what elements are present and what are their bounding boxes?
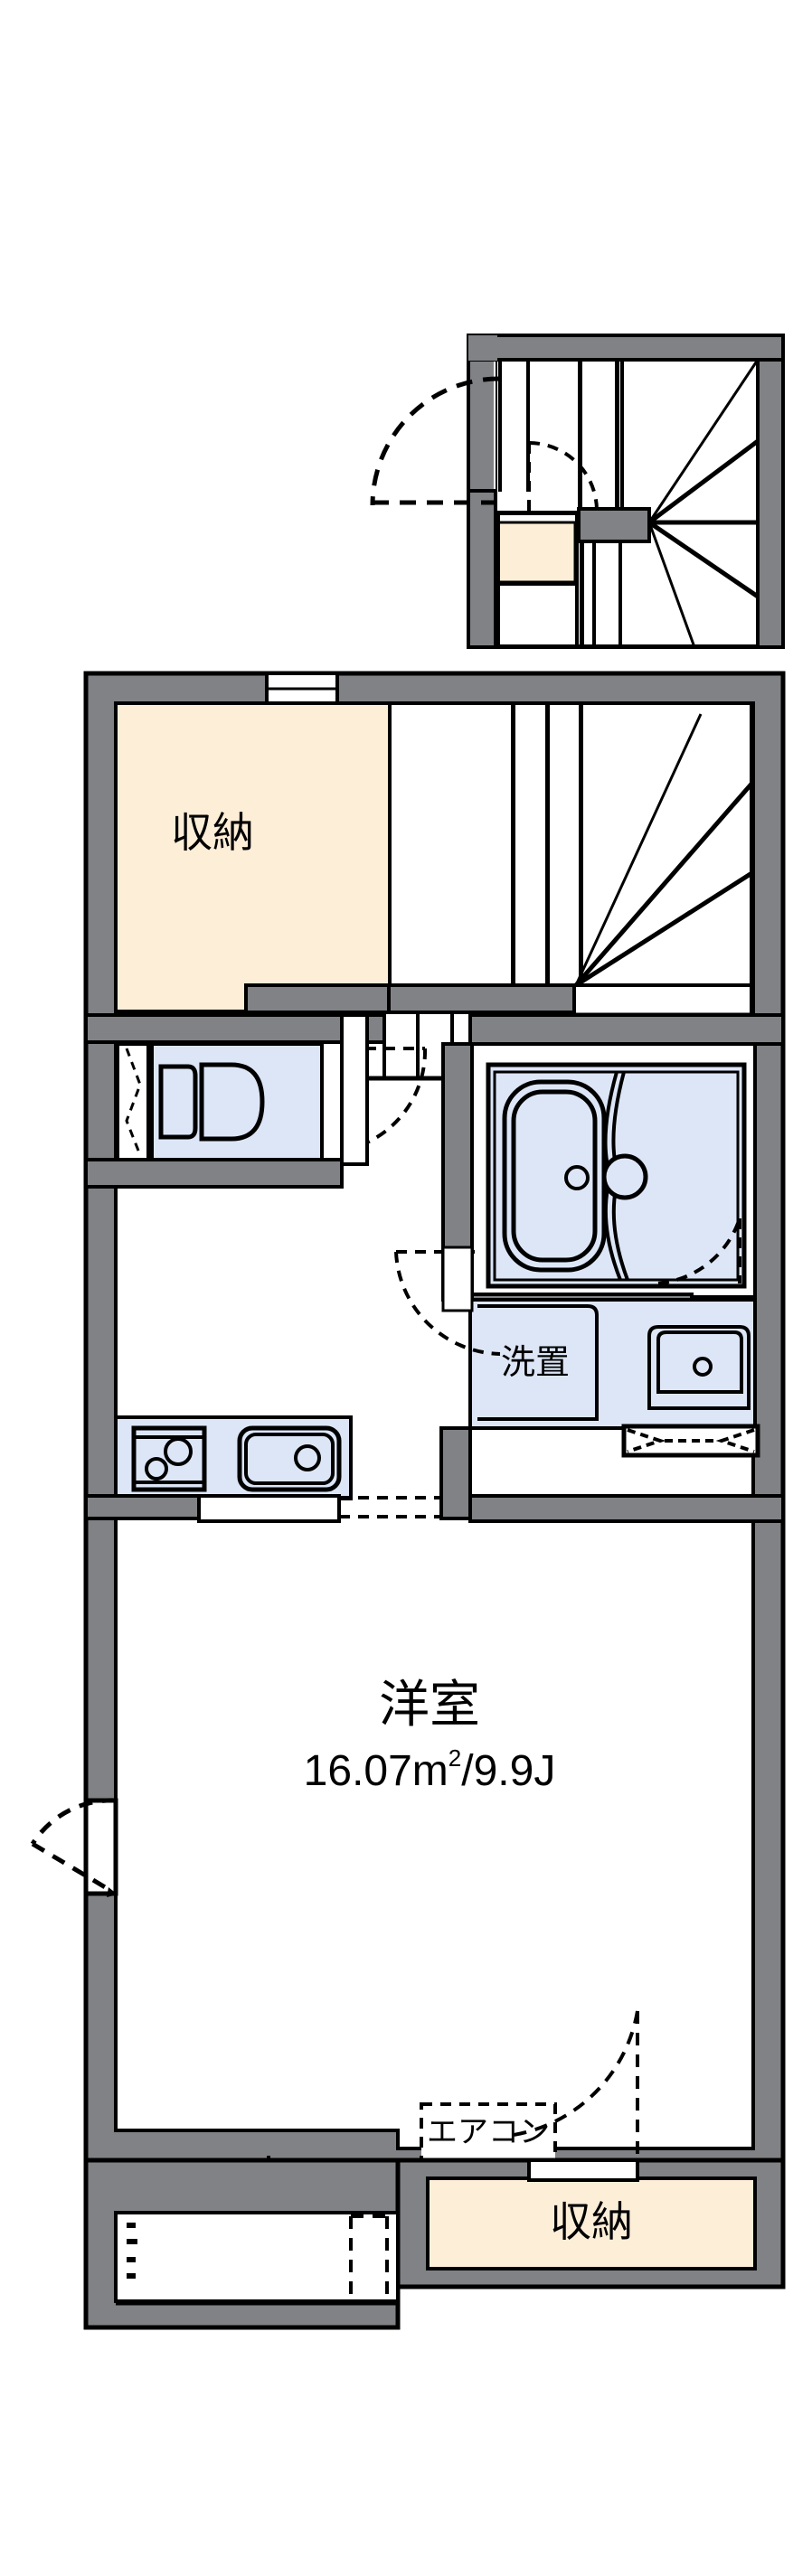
storage-upper-label: 収納 — [171, 809, 254, 856]
balcony-floor — [114, 2211, 400, 2303]
balcony-drain-marks — [127, 2223, 137, 2279]
upper-stair-wall-mid — [615, 360, 619, 510]
kitchen — [84, 1415, 785, 1523]
washroom-folding-door — [621, 1424, 760, 1458]
upper-tread-5 — [647, 522, 696, 648]
tread-w3 — [574, 870, 755, 988]
upper-storage-bottom-edge — [498, 582, 578, 586]
entrance-door-swing-arc — [30, 1798, 117, 1846]
storage-upper-fill — [114, 701, 392, 1013]
bath-room — [468, 1042, 757, 1299]
kitchen-cabinet-front — [197, 1494, 341, 1523]
air-conditioner-label: エアコン — [427, 2115, 550, 2149]
upper-entrance-door-swing-arc — [370, 376, 500, 506]
entrance-door — [30, 1798, 118, 1897]
toilet-tank — [158, 1064, 198, 1140]
upper-storage-left-edge — [496, 511, 500, 647]
bathtub-drain — [564, 1165, 590, 1190]
storage-lower-door-swing-arc — [513, 2010, 639, 2137]
tread-w1 — [574, 713, 703, 986]
entrance-door-arrow — [107, 1887, 118, 1897]
washroom-bottom-wall — [468, 1494, 785, 1523]
upper-storage-top-edge — [498, 511, 578, 515]
upper-hall-wall-v2 — [526, 360, 530, 492]
stair-landing-beam — [387, 983, 576, 1014]
upper-stair-wall-left-lower2 — [592, 541, 596, 647]
upper-hall-storage — [496, 521, 577, 584]
air-conditioner-box — [420, 2102, 557, 2165]
main-room-area-jo: /9.9J — [461, 1747, 555, 1795]
upper-block-interior — [494, 360, 758, 647]
main-room-area-number: 16.07m — [304, 1747, 448, 1795]
stair-rail-b — [579, 703, 583, 985]
main-room: 洋室 16.07m2/9.9J — [304, 1676, 556, 1795]
upper-door-jamb-top — [468, 335, 497, 361]
gas-burner-small — [145, 1457, 168, 1481]
upper-tread-1 — [647, 359, 760, 523]
storage-lower-room: 収納 — [395, 2158, 786, 2289]
storage-upper-bottom-beam — [244, 983, 394, 1014]
upper-inner-top-line — [468, 358, 785, 362]
upper-stair-outer-rail — [756, 360, 760, 647]
upper-tread-2 — [647, 439, 760, 524]
kitchen-base-wall — [84, 1494, 201, 1520]
stair-left-rail — [511, 703, 515, 985]
toilet-bowl — [199, 1062, 265, 1142]
main-room-area-superscript: 2 — [448, 1744, 461, 1772]
upper-stair-wall-mid-lower — [618, 541, 622, 647]
upper-block-inner-bottom — [494, 644, 758, 648]
bathtub-inner — [511, 1089, 598, 1263]
upper-storage-right-edge — [575, 511, 579, 647]
upper-stair-right-rail — [620, 360, 624, 510]
washer-space-label: 洗置 — [501, 1344, 570, 1382]
storage-upper-room: 収納 — [114, 701, 394, 1079]
upper-landing-beam — [577, 507, 651, 543]
kitchen-right-wall-stub — [439, 1426, 472, 1520]
washbasin-drain — [693, 1357, 713, 1377]
storage-lower-fill — [426, 2176, 757, 2270]
toilet-door-jamb — [340, 1013, 369, 1166]
tread-w2 — [574, 780, 755, 987]
stair-upper-run — [512, 701, 755, 987]
main-room-name-label: 洋室 — [379, 1676, 480, 1733]
washer-space-box — [477, 1304, 599, 1421]
corridor-wall-upper-right — [468, 1013, 785, 1046]
washroom-door-swing-arc — [394, 1251, 501, 1356]
upper-block-left-wall-lower — [467, 489, 497, 649]
corridor-wall-upper-left — [84, 1013, 386, 1044]
air-conditioner: エアコン — [420, 2102, 557, 2165]
stair-rail-a — [545, 703, 550, 985]
window-top-wall — [265, 672, 339, 705]
window-toilet-glazing — [125, 1048, 142, 1156]
washroom-entry-door — [394, 1246, 501, 1356]
storage-lower-label: 収納 — [550, 2198, 633, 2245]
main-room-area-label: 16.07m2/9.9J — [304, 1744, 556, 1795]
toilet-bottom-wall — [84, 1158, 344, 1189]
upper-tread-4 — [647, 520, 760, 599]
upper-stair-wall-left — [578, 360, 582, 510]
balcony — [83, 2158, 401, 2330]
gas-burner-large — [164, 1437, 193, 1466]
kitchen-sink-drain — [294, 1444, 321, 1471]
upper-hall-wall-v1 — [498, 360, 502, 492]
window-toilet — [116, 1042, 150, 1161]
storage-lower-door — [513, 2010, 639, 2163]
upper-stair-block — [370, 334, 785, 649]
entrance-door-opening — [83, 1798, 118, 1896]
entrance-door-leaf — [31, 1841, 118, 1896]
storage-lower-opening — [527, 2158, 639, 2182]
washroom-door-jamb — [441, 1246, 474, 1312]
bath-door-swing-arc — [657, 1217, 741, 1285]
bath-faucet — [601, 1153, 648, 1200]
washroom-folding-door-hatch — [627, 1428, 755, 1453]
stair-outer-rail — [750, 703, 754, 1078]
washroom: 洗置 — [468, 1298, 760, 1458]
upper-stair-wall-left-lower — [580, 541, 584, 647]
